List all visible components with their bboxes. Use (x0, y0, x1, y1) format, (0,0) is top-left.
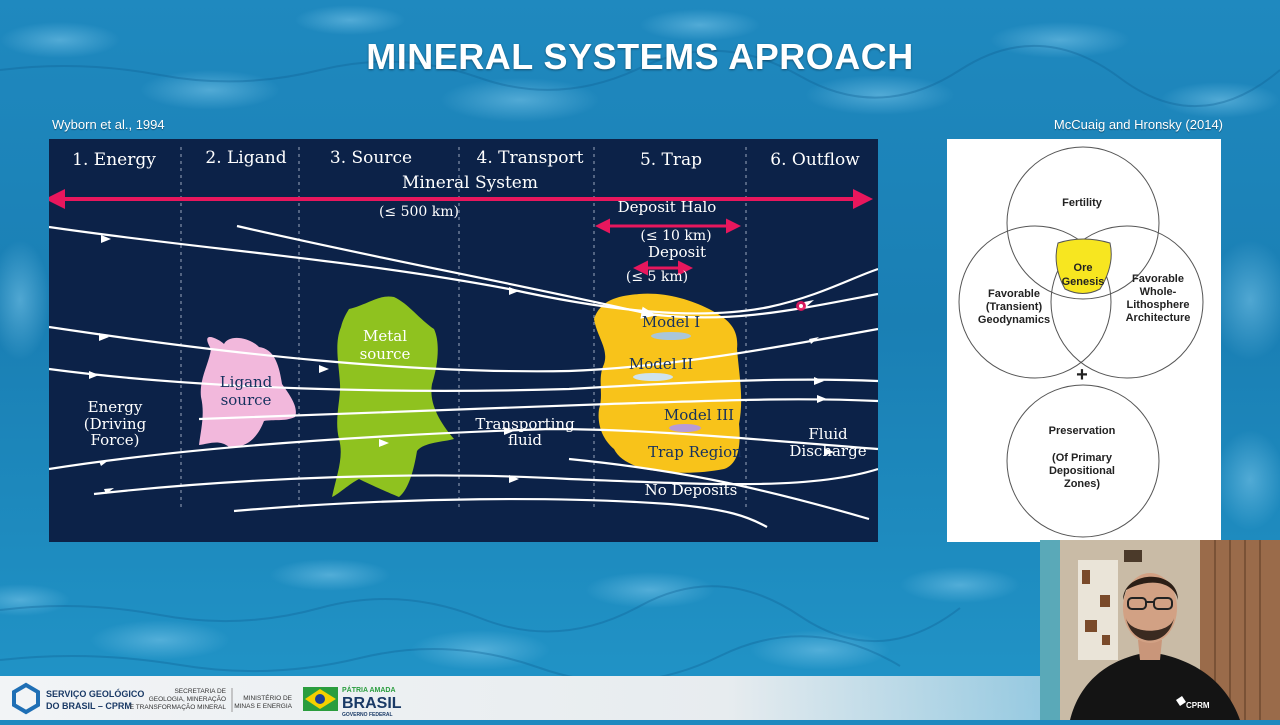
mineral-systems-venn: Fertility Ore Genesis Favorable (Transie… (947, 139, 1221, 542)
ore-genesis-region (1055, 238, 1112, 294)
metal-source-shape (332, 296, 454, 497)
shelf-objects (1082, 570, 1110, 645)
model-2-label: Model II (629, 355, 693, 373)
model-1-lens (651, 332, 691, 340)
sec-line1: SECRETARIA DE (174, 688, 226, 695)
model-3-lens (669, 424, 701, 432)
trap-region-label: Trap Region (648, 443, 742, 461)
fluid-discharge-line2: Discharge (789, 442, 866, 460)
venn-preservation: Preservation (1049, 425, 1116, 437)
presenter-face (1123, 573, 1177, 643)
geodynamics-circle (958, 225, 1112, 379)
venn-right-line2: Whole- (1140, 286, 1177, 298)
transport-label-line1: Transporting (475, 415, 575, 433)
deposit-halo-scale: (≤ 10 km) (640, 228, 711, 244)
venn-left-line2: (Transient) (986, 301, 1043, 313)
wood-slats (1214, 540, 1261, 720)
sec-line2: GEOLOGIA, MINERAÇÃO (149, 694, 226, 703)
venn-plus: + (1076, 364, 1088, 386)
stage-trap: 5. Trap (640, 150, 702, 170)
presenter-webcam: CPRM (1040, 540, 1280, 720)
venn-right-line4: Architecture (1126, 312, 1191, 324)
model-2-lens (633, 373, 673, 381)
picture-frame (1124, 550, 1142, 562)
venn-left-line1: Favorable (988, 288, 1040, 300)
ligand-source-shape (199, 337, 296, 448)
slide-title: MINERAL SYSTEMS APROACH (366, 36, 914, 77)
metal-label-line1: Metal (363, 327, 407, 345)
room-doorframe (1040, 540, 1060, 720)
preservation-circle (1006, 384, 1160, 538)
laser-pointer-center (799, 304, 803, 308)
venn-right-line1: Favorable (1132, 273, 1184, 285)
presenter-hair (1123, 576, 1178, 600)
energy-label-line1: Energy (88, 398, 143, 416)
footer-svg: SERVIÇO GEOLÓGICO DO BRASIL – CPRM SECRE… (12, 682, 402, 718)
venn-ore-line1: Ore (1074, 262, 1093, 274)
stage-dividers (180, 147, 747, 511)
transport-label-line2: fluid (508, 431, 542, 449)
gov-line1: PÁTRIA AMADA (342, 685, 396, 694)
stage-energy: 1. Energy (72, 150, 156, 170)
cprm-line2: DO BRASIL – CPRM (46, 701, 132, 711)
venn-right-line3: Lithosphere (1127, 299, 1190, 311)
presenter-glasses (1127, 597, 1173, 610)
citation-right: McCuaig and Hronsky (2014) (1053, 117, 1223, 132)
energy-label-line3: Force) (91, 431, 140, 449)
flow-arrowheads (89, 235, 834, 494)
footer-logo-bar: SERVIÇO GEOLÓGICO DO BRASIL – CPRM SECRE… (0, 676, 1040, 720)
mineral-system-scale: (≤ 500 km) (379, 204, 459, 220)
metal-label-line2: source (360, 345, 411, 363)
presenter-beard (1126, 618, 1174, 641)
architecture-circle (1050, 225, 1204, 379)
ligand-label-line1: Ligand (220, 373, 273, 391)
venn-pres-line1: (Of Primary (1052, 452, 1113, 464)
venn-fertility: Fertility (1062, 197, 1103, 209)
deposit-label: Deposit (648, 243, 706, 261)
model-3-label: Model III (664, 406, 734, 424)
brazil-flag-globe (315, 694, 325, 704)
fertility-circle (1006, 146, 1160, 300)
stage-ligand: 2. Ligand (205, 148, 286, 168)
gov-line2: BRASIL (342, 695, 402, 712)
shirt-logo-icon (1176, 696, 1186, 706)
energy-label-line2: (Driving (84, 415, 147, 433)
ligand-label-line2: source (221, 391, 272, 409)
stage-outflow: 6. Outflow (770, 150, 860, 170)
fluid-discharge-line1: Fluid (808, 425, 848, 443)
mineral-system-svg: 1. Energy 2. Ligand 3. Source 4. Transpo… (45, 147, 879, 528)
no-deposits-label: No Deposits (645, 481, 738, 499)
presenter-shirt (1070, 652, 1240, 720)
venn-pres-line3: Zones) (1064, 478, 1100, 490)
citation-left: Wyborn et al., 1994 (52, 117, 165, 132)
stage-transport: 4. Transport (477, 148, 584, 168)
mineral-system-diagram: 1. Energy 2. Ligand 3. Source 4. Transpo… (45, 139, 879, 542)
venn-svg: Fertility Ore Genesis Favorable (Transie… (958, 146, 1204, 538)
shirt-logo-text: CPRM (1186, 701, 1210, 710)
webcam-svg: CPRM (1040, 540, 1280, 720)
venn-pres-line2: Depositional (1049, 465, 1115, 477)
min-line2: MINAS E ENERGIA (234, 703, 292, 710)
cprm-logo-icon (12, 682, 40, 715)
presenter-neck (1138, 640, 1162, 660)
mineral-system-label: Mineral System (402, 173, 538, 193)
deposit-halo-label: Deposit Halo (618, 198, 717, 216)
model-1-label: Model I (642, 313, 700, 331)
stage-source: 3. Source (330, 148, 412, 168)
cprm-line1: SERVIÇO GEOLÓGICO (46, 688, 144, 699)
min-line1: MINISTÉRIO DE (243, 693, 292, 702)
venn-left-line3: Geodynamics (978, 314, 1050, 326)
venn-ore-line2: Genesis (1062, 276, 1105, 288)
sec-line3: E TRANSFORMAÇÃO MINERAL (130, 702, 227, 711)
flow-lines (48, 224, 879, 528)
gov-line3: GOVERNO FEDERAL (342, 712, 393, 718)
deposit-scale: (≤ 5 km) (626, 269, 688, 285)
